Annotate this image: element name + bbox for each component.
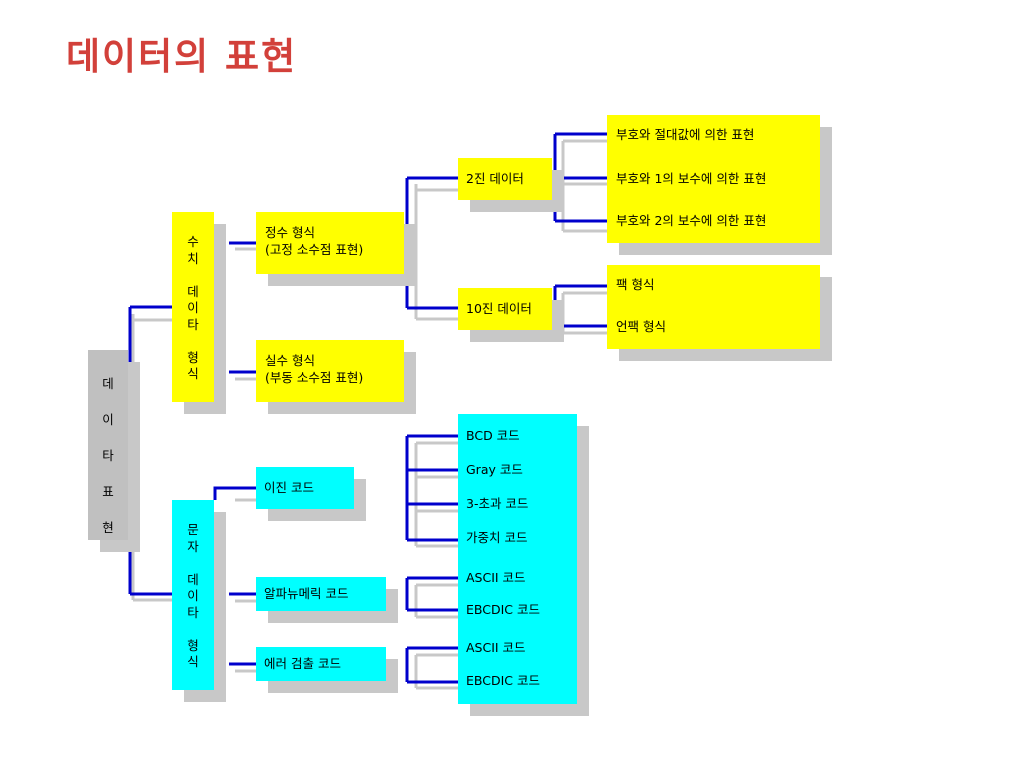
numeric-label-char: 이 <box>187 300 199 315</box>
code-item-gray: Gray 코드 <box>466 462 523 477</box>
root-label-char: 이 <box>102 412 114 427</box>
numeric-label-char: 형 <box>187 349 199 365</box>
binary-code-node: 이진 코드 <box>256 467 354 509</box>
code-item-ascii-error: ASCII 코드 <box>466 640 526 655</box>
real-format-node: 실수 형식 (부동 소수점 표현) <box>256 340 404 402</box>
code-list-node: BCD 코드 Gray 코드 3-초과 코드 가중치 코드 ASCII 코드 E… <box>458 414 577 704</box>
numeric-label-char <box>186 267 200 284</box>
code-item-bcd: BCD 코드 <box>466 428 520 443</box>
character-label-char <box>186 555 200 572</box>
numeric-label-char: 타 <box>187 316 199 332</box>
character-label-char: 타 <box>187 604 199 620</box>
code-item-excess-3: 3-초과 코드 <box>466 496 529 511</box>
numeric-label-char: 데 <box>187 283 199 299</box>
binary-code-label: 이진 코드 <box>264 480 314 495</box>
decimal-data-label: 10진 데이터 <box>466 301 532 316</box>
alphanumeric-code-node: 알파뉴메릭 코드 <box>256 577 386 611</box>
character-label-char: 식 <box>187 654 199 669</box>
character-label-char: 형 <box>187 637 199 653</box>
character-label-char: 문 <box>187 522 199 537</box>
code-item-ebcdic-error: EBCDIC 코드 <box>466 673 540 688</box>
character-label-char <box>186 621 200 638</box>
code-item-ascii: ASCII 코드 <box>466 570 526 585</box>
error-detection-code-label: 에러 검출 코드 <box>264 656 341 671</box>
code-item-ebcdic: EBCDIC 코드 <box>466 602 540 617</box>
decimal-data-node: 10진 데이터 <box>458 288 552 330</box>
decimal-representations-node: 팩 형식 언팩 형식 <box>607 265 820 349</box>
decimal-item-unpacked: 언팩 형식 <box>616 319 666 334</box>
root-label-char: 타 <box>102 448 114 463</box>
binary-item-ones-complement: 부호와 1의 보수에 의한 표현 <box>616 171 767 186</box>
root-label-char: 현 <box>102 520 114 535</box>
binary-item-sign-magnitude: 부호와 절대값에 의한 표현 <box>616 127 755 142</box>
real-format-line1: 실수 형식 <box>265 353 315 368</box>
numeric-label-char: 치 <box>187 250 199 266</box>
character-label-char: 이 <box>187 588 199 603</box>
real-format-line2: (부동 소수점 표현) <box>265 370 364 385</box>
binary-data-label: 2진 데이터 <box>466 171 524 186</box>
root-label-char: 데 <box>102 376 114 391</box>
integer-format-line1: 정수 형식 <box>265 225 315 240</box>
decimal-item-packed: 팩 형식 <box>616 277 655 292</box>
connector-shadows <box>131 139 607 690</box>
error-detection-code-node: 에러 검출 코드 <box>256 647 386 681</box>
page-title: 데이터의 표현 <box>66 34 298 78</box>
numeric-label-char: 식 <box>187 366 199 381</box>
numeric-label-char: 수 <box>187 234 199 249</box>
binary-representations-node: 부호와 절대값에 의한 표현 부호와 1의 보수에 의한 표현 부호와 2의 보… <box>607 115 820 243</box>
connector-main <box>128 132 607 684</box>
root-label-char: 표 <box>102 484 114 499</box>
character-label-char: 자 <box>187 538 199 554</box>
binary-item-twos-complement: 부호와 2의 보수에 의한 표현 <box>616 213 767 228</box>
numeric-label-char <box>186 333 200 350</box>
code-item-weighted: 가중치 코드 <box>466 530 528 545</box>
binary-data-node: 2진 데이터 <box>458 158 552 200</box>
integer-format-node: 정수 형식 (고정 소수점 표현) <box>256 212 404 274</box>
alphanumeric-code-label: 알파뉴메릭 코드 <box>264 586 349 601</box>
integer-format-line2: (고정 소수점 표현) <box>265 242 364 257</box>
character-label-char: 데 <box>187 571 199 587</box>
